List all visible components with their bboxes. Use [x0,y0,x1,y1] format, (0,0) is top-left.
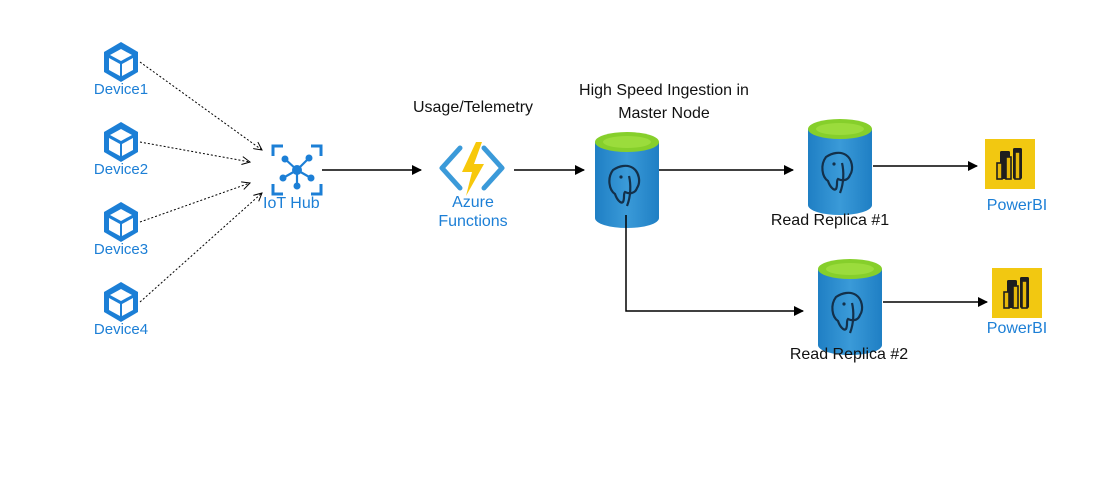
replica2-label: Read Replica #2 [789,346,909,363]
iot-hub-label: IoT Hub [263,195,320,212]
device-label: Device3 [93,241,149,258]
azure-functions-icon [439,142,505,196]
powerbi-label: PowerBI [986,197,1048,214]
device-connectors [139,61,262,303]
replica1-label: Read Replica #1 [770,212,890,229]
master-title-line1: High Speed Ingestion in [579,82,749,99]
device-label: Device1 [93,81,149,98]
device-cube-icon [104,122,138,162]
powerbi-icon [991,267,1043,319]
powerbi-label: PowerBI [986,320,1048,337]
master-title-line2: Master Node [618,105,710,122]
powerbi-icon [984,138,1036,190]
master-to-replica2-arrow [625,215,804,316]
postgres-db-icon [593,130,661,230]
device-label: Device2 [93,161,149,178]
postgres-db-icon [816,257,884,357]
postgres-db-icon [806,117,874,217]
iot-hub-icon [271,144,323,196]
device-cube-icon [104,202,138,242]
functions-label-line1: Azure [452,194,494,211]
usage-telemetry-label: Usage/Telemetry [412,99,534,116]
device-label: Device4 [93,321,149,338]
functions-label-line2: Functions [438,213,508,230]
device-cube-icon [104,282,138,322]
device-cube-icon [104,42,138,82]
